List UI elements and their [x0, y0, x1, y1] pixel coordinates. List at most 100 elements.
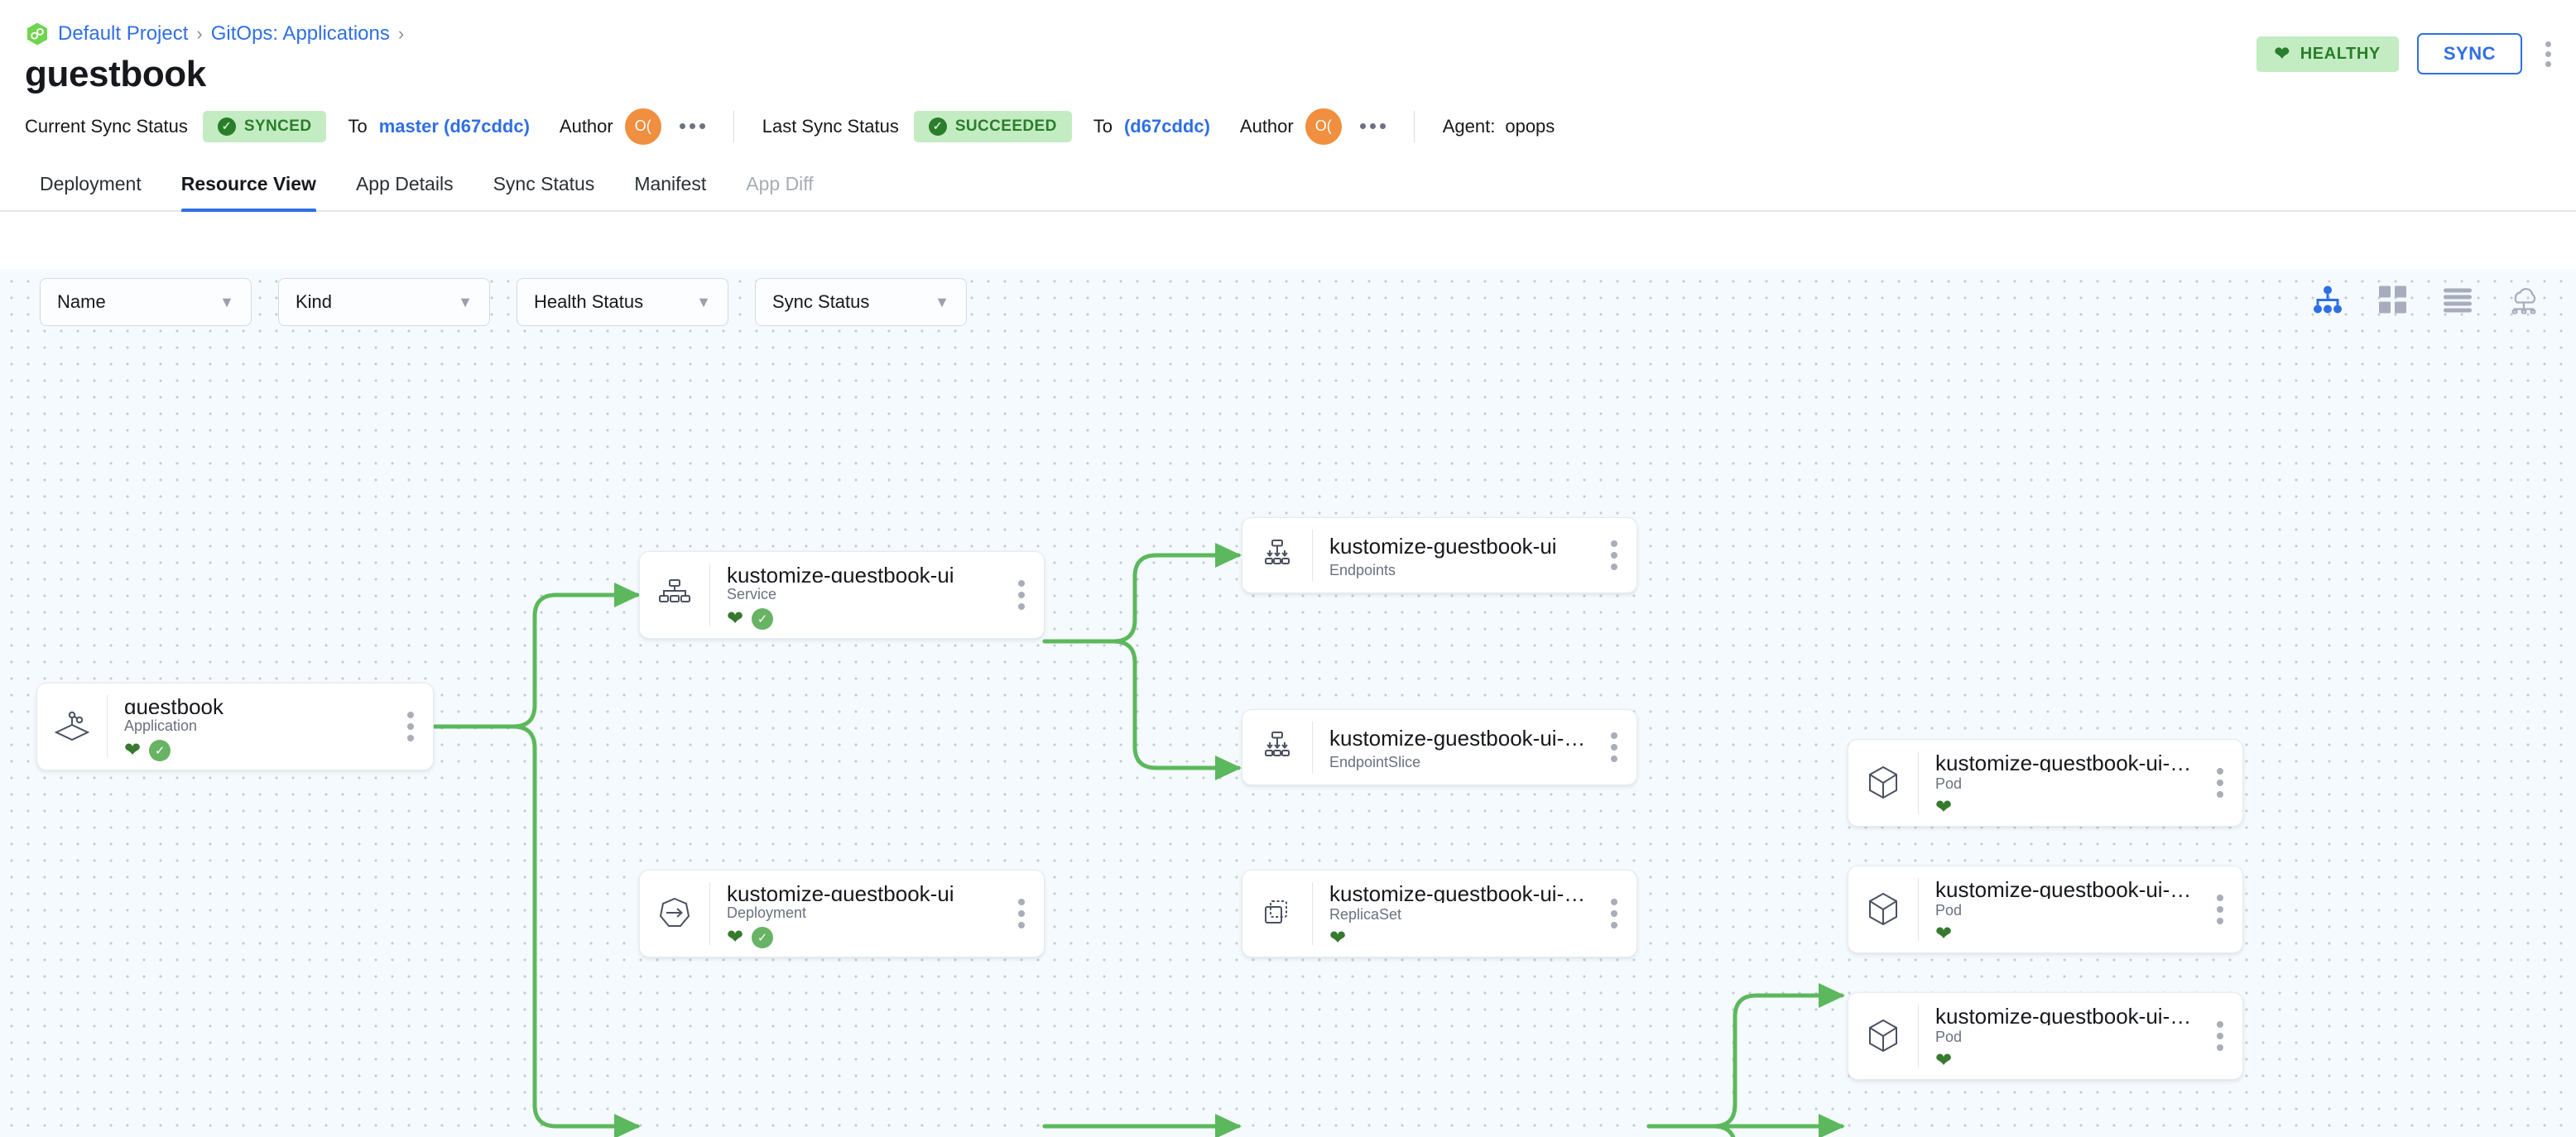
endpoints-icon: [1242, 518, 1312, 592]
node-divider: [1918, 878, 1919, 941]
current-author-avatar[interactable]: O(: [624, 108, 661, 145]
node-kind: Pod: [1935, 1029, 1963, 1045]
node-name: kustomize-guestbook-ui: [727, 882, 954, 901]
sync-check-icon: ✓: [752, 608, 774, 630]
agent-label: Agent:: [1442, 115, 1496, 137]
kind-filter[interactable]: Kind ▼: [278, 278, 490, 326]
node-name: kustomize-guestbook-ui-…: [1935, 1005, 2192, 1025]
graph-node-application[interactable]: guestbook Application ❤ ✓: [36, 683, 434, 770]
health-heart-icon: ❤: [1935, 796, 1953, 818]
edge-app-deployment: [432, 724, 642, 1137]
pod-icon: [1848, 740, 1918, 826]
node-menu-icon[interactable]: [395, 684, 433, 770]
node-name: kustomize-guestbook-ui-…: [1935, 751, 2192, 772]
node-menu-icon[interactable]: [1598, 871, 1636, 957]
gitops-hex-icon: [25, 22, 50, 46]
graph-node-replicaset[interactable]: kustomize-guestbook-ui-… ReplicaSet ❤: [1242, 870, 1637, 957]
breadcrumb-separator: ›: [196, 23, 203, 44]
node-divider: [1918, 1005, 1919, 1067]
node-menu-icon[interactable]: [2204, 740, 2242, 826]
name-filter[interactable]: Name ▼: [40, 278, 252, 326]
graph-edges: [432, 543, 1846, 1137]
page-title: guestbook: [25, 54, 206, 94]
graph-node-endpoints[interactable]: kustomize-guestbook-ui Endpoints: [1242, 517, 1637, 593]
health-heart-icon: ❤: [1935, 923, 1953, 945]
current-sync-overflow-icon[interactable]: [679, 123, 705, 130]
sync-status-filter[interactable]: Sync Status ▼: [755, 278, 967, 326]
node-menu-icon[interactable]: [1006, 552, 1044, 638]
node-name: guestbook: [124, 695, 223, 714]
graph-node-service[interactable]: kustomize-guestbook-ui Service ❤ ✓: [639, 551, 1045, 639]
check-circle-icon: ✓: [217, 117, 236, 136]
kind-filter-label: Kind: [296, 291, 333, 312]
node-name: kustomize-guestbook-ui-…: [1329, 882, 1586, 903]
health-heart-icon: ❤: [1329, 927, 1347, 949]
last-author-label: Author: [1239, 115, 1294, 137]
sync-check-icon: ✓: [149, 740, 171, 761]
sync-check-icon: ✓: [752, 927, 774, 948]
sync-button[interactable]: SYNC: [2416, 33, 2522, 74]
tab-sync-status[interactable]: Sync Status: [493, 172, 595, 194]
node-body: kustomize-guestbook-ui Endpoints: [1313, 518, 1598, 592]
node-menu-icon[interactable]: [2204, 866, 2242, 952]
node-kind: ReplicaSet: [1329, 906, 1402, 923]
node-divider: [1312, 530, 1313, 581]
last-sync-status-value: SUCCEEDED: [954, 117, 1057, 135]
node-kind: Service: [727, 586, 777, 602]
node-kind: Pod: [1935, 902, 1963, 919]
health-status-filter[interactable]: Health Status ▼: [517, 278, 728, 326]
resource-graph-canvas[interactable]: Name ▼ Kind ▼ Health Status ▼ Sync Statu…: [0, 269, 2576, 1137]
tree-view-icon[interactable]: [2313, 285, 2343, 319]
graph-node-pod-3[interactable]: kustomize-guestbook-ui-… Pod ❤: [1848, 992, 2243, 1080]
last-to-label: To: [1093, 115, 1113, 137]
graph-node-endpointslice[interactable]: kustomize-guestbook-ui-… EndpointSlice: [1242, 709, 1637, 785]
node-kind: Pod: [1935, 775, 1963, 792]
node-badges: ❤: [1935, 798, 2204, 818]
divider-2: [1413, 110, 1415, 142]
node-name: kustomize-guestbook-ui-…: [1935, 878, 2192, 899]
graph-node-pod-1[interactable]: kustomize-guestbook-ui-… Pod ❤: [1848, 739, 2243, 827]
node-body: kustomize-guestbook-ui-… EndpointSlice: [1313, 710, 1598, 784]
node-menu-icon[interactable]: [1598, 710, 1636, 784]
heart-icon: ❤: [2274, 43, 2290, 64]
application-icon: [37, 684, 107, 770]
list-view-icon[interactable]: [2444, 288, 2472, 317]
last-sync-overflow-icon[interactable]: [1359, 123, 1386, 130]
node-kind: EndpointSlice: [1329, 754, 1421, 771]
edge-service-endpointslice: [1042, 639, 1242, 780]
node-badges: ❤ ✓: [727, 608, 1006, 630]
last-sync-status-badge: ✓ SUCCEEDED: [913, 110, 1072, 142]
node-menu-icon[interactable]: [1006, 871, 1044, 957]
current-author-label: Author: [559, 115, 613, 137]
current-sync-status-value: SYNCED: [243, 117, 312, 135]
breadcrumb: Default Project › GitOps: Applications ›: [0, 0, 2576, 46]
breadcrumb-gitops-applications[interactable]: GitOps: Applications: [210, 22, 390, 45]
node-body: kustomize-guestbook-ui Service ❤ ✓: [710, 552, 1006, 638]
grid-view-icon[interactable]: [2379, 285, 2407, 319]
tab-app-details[interactable]: App Details: [355, 172, 454, 194]
tab-manifest[interactable]: Manifest: [634, 172, 707, 194]
node-body: guestbook Application ❤ ✓: [108, 684, 395, 770]
breadcrumb-default-project[interactable]: Default Project: [58, 22, 189, 45]
node-menu-icon[interactable]: [2204, 993, 2242, 1079]
last-author-avatar[interactable]: O(: [1305, 108, 1342, 145]
tab-deployment[interactable]: Deployment: [40, 172, 142, 194]
node-body: kustomize-guestbook-ui-… Pod ❤: [1919, 993, 2204, 1079]
tab-resource-view[interactable]: Resource View: [161, 158, 336, 212]
network-view-icon[interactable]: [2508, 286, 2540, 319]
name-filter-label: Name: [57, 291, 106, 312]
graph-node-pod-2[interactable]: kustomize-guestbook-ui-… Pod ❤: [1848, 866, 2243, 953]
edge-service-endpoints: [1042, 543, 1242, 644]
health-status-badge: ❤ HEALTHY: [2256, 36, 2399, 72]
title-row: guestbook: [0, 46, 2576, 97]
current-revision-link[interactable]: master (d67cddc): [378, 115, 530, 137]
node-menu-icon[interactable]: [1598, 518, 1636, 592]
pod-icon: [1848, 993, 1918, 1079]
node-badges: ❤ ✓: [124, 740, 395, 761]
last-revision-link[interactable]: (d67cddc): [1123, 115, 1210, 137]
node-name: kustomize-guestbook-ui: [1329, 534, 1557, 559]
breadcrumb-separator-2: ›: [397, 23, 405, 44]
graph-node-deployment[interactable]: kustomize-guestbook-ui Deployment ❤ ✓: [639, 870, 1045, 957]
header-overflow-menu-icon[interactable]: [2540, 36, 2556, 72]
node-badges: ❤ ✓: [727, 927, 1006, 948]
